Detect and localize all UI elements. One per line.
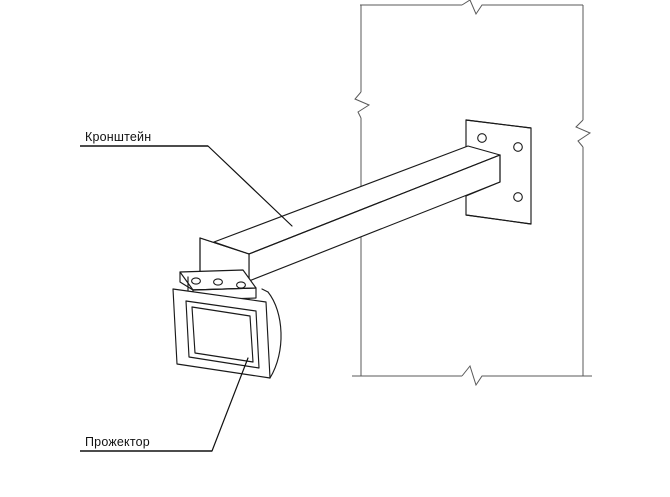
arm-end-plate-top xyxy=(199,237,250,255)
fixture-plate-front-edge xyxy=(192,287,257,291)
bracket-label-text: Кронштейн xyxy=(85,130,151,144)
wall-left-break-symbol xyxy=(354,91,371,119)
wall-plate-bolt-hole-bottom-right xyxy=(513,192,523,202)
floodlight-reflector-curve xyxy=(267,291,282,379)
floodlight-label-text: Прожектор xyxy=(85,435,150,449)
floodlight-reflector-top-joint xyxy=(261,288,269,293)
wall-outline xyxy=(352,0,592,387)
fixture-plate-bolt-hole-right xyxy=(236,281,246,289)
floodlight-glass-pane xyxy=(191,306,254,363)
arm-underside-edge xyxy=(465,181,501,197)
fixture-plate-left-flange xyxy=(179,271,194,291)
floodlight-body xyxy=(172,288,282,379)
wall-plate-bottom-edge xyxy=(465,214,532,225)
fixture-plate-bolt-hole-center xyxy=(213,278,223,286)
wall-plate-bolt-hole-top-left xyxy=(477,133,487,143)
fixture-plate-bolt-hole-left xyxy=(191,277,201,285)
wall-plate-bolt-hole-top-right xyxy=(513,142,523,152)
arm-edge-line xyxy=(248,154,501,255)
cantilever-arm xyxy=(213,145,501,282)
floodlight-leader-line xyxy=(211,357,249,452)
wall-top-break-symbol xyxy=(461,0,583,16)
wall-bottom-break-symbol xyxy=(461,364,592,387)
bracket-annotation: Кронштейн xyxy=(80,130,293,227)
wall-plate-top-edge xyxy=(465,119,532,129)
floodlight-annotation: Прожектор xyxy=(80,357,249,452)
bracket-leader-line xyxy=(207,145,293,227)
wall-right-break-symbol xyxy=(575,119,592,148)
